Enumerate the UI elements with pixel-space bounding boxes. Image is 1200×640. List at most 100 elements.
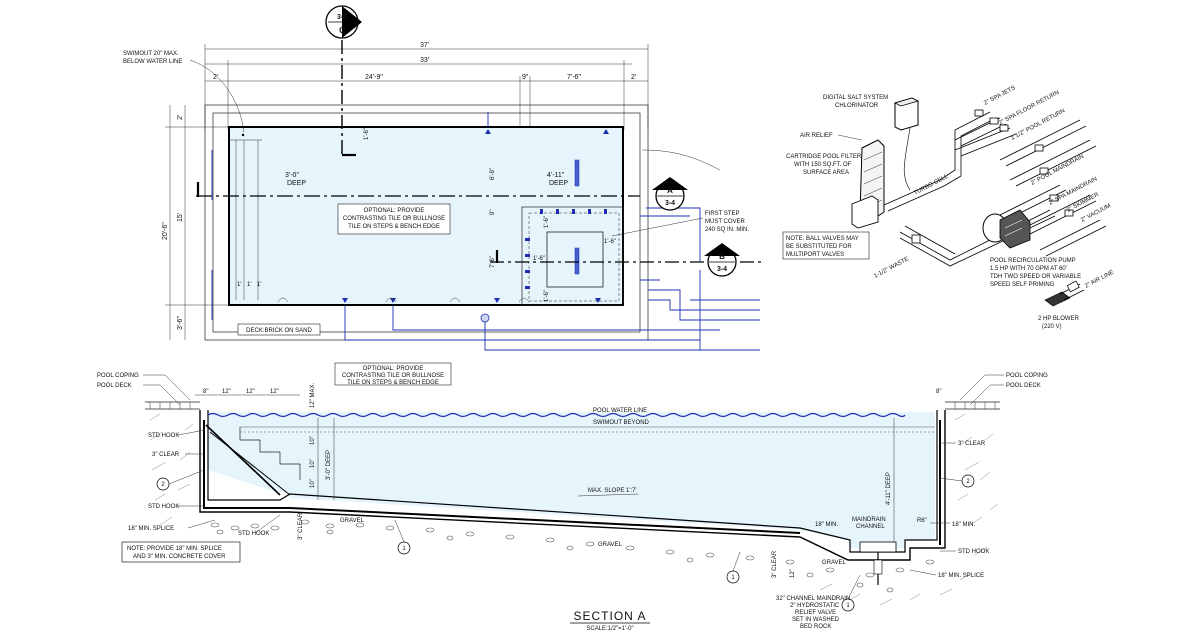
pump-4: SPEED SELF PRIMING (990, 282, 1055, 288)
drain-note-3: RELIEF VALVE (795, 610, 836, 616)
step-tile-marks (525, 209, 607, 289)
soil-hatch (149, 413, 999, 606)
inner-dim-4: 1'-6" (544, 216, 550, 228)
blower-1: 2 HP BLOWER (1038, 316, 1080, 322)
dim-20-6: 20'-6" (162, 222, 169, 240)
section-marker-c: 3-4 C (325, 5, 362, 39)
swimout-beyond: SWIMOUT BEYOND (593, 420, 650, 426)
deck-label: DECK:BRICK ON SAND (246, 328, 312, 334)
section-tile-note-3: TILE ON STEPS & BENCH EDGE (347, 380, 439, 386)
mid-label-6: 12" (790, 569, 796, 578)
filter-1: CARTRIDGE POOL FILTER (786, 154, 862, 160)
callout-2-left: 2 (156, 469, 205, 491)
swimout-note-1: SWIMOUT 20" MAX. (123, 51, 179, 57)
pipe-spa-jets: 2" SPA JETS (983, 85, 1016, 107)
bench-small-1: 1' (237, 282, 241, 288)
pump-2: 1.5 HP WITH 70 GPM AT 60' (990, 266, 1067, 272)
marker-c-sheet: 3-4 (337, 14, 347, 21)
overall-dim-33: 33' (420, 57, 429, 64)
marker-c-letter: C (339, 26, 345, 35)
inner-dim-2: 9" (490, 210, 496, 215)
svg-text:1: 1 (846, 603, 850, 609)
marker-a-letter: A (667, 186, 673, 195)
inner-dim-1: 6'-9" (490, 168, 496, 180)
chlorinator-2: CHLORINATOR (835, 103, 879, 109)
first-step-3: 240 SQ IN. MIN. (705, 227, 749, 233)
plan-tile-note-2: CONTRASTING TILE OR BULLNOSE (343, 216, 445, 222)
plan-tile-note-1: OPTIONAL: PROVIDE (364, 208, 425, 214)
dim-2-side: 2' (177, 115, 184, 120)
filter-3: SURFACE AREA (803, 170, 849, 176)
first-step-2: MUST COVER (705, 219, 746, 225)
left-label-3: STD HOOK (148, 504, 179, 510)
drain-note-5: BED ROCK (800, 624, 831, 630)
marker-b-sheet: 3-4 (717, 266, 727, 273)
step-dim-1: 10" (310, 436, 316, 445)
step-dim-3: 10" (310, 479, 316, 488)
splice-note-1: NOTE: PROVIDE 18" MIN. SPLICE (127, 546, 222, 552)
dim-24-9: 24'-9" (365, 74, 383, 81)
left-label-1: STD HOOK (148, 433, 179, 439)
left-label-2: 3" CLEAR (152, 452, 180, 458)
splice-note-2: AND 3" MIN. CONCRETE COVER (133, 554, 226, 560)
inner-dim-6: 1'-6" (544, 290, 550, 302)
drain-note-4: SET IN WASHED (792, 617, 840, 623)
swimout-note-2: BELOW WATER LINE (123, 59, 182, 65)
pump-3: TDH TWO SPEED OR VARIABLE (990, 274, 1081, 280)
r6-label: R6" (917, 518, 927, 524)
svg-text:1: 1 (402, 546, 406, 552)
mid-label-4: 18" MIN. (815, 522, 838, 528)
pipe-pool-maindrain: 2" POOL MAINDRAIN (1030, 154, 1085, 187)
section-marker-b: B 3-4 (704, 243, 740, 277)
dim-2-left: 2' (213, 74, 218, 81)
deep-depth-2: DEEP (549, 180, 568, 187)
dim-15: 15' (177, 213, 184, 222)
coping-right: POOL COPING (1006, 373, 1048, 379)
svg-text:1: 1 (731, 575, 735, 581)
inner-dim-7: 1'-6" (604, 239, 616, 245)
inner-dim-3: 7'-6" (490, 256, 496, 268)
mid-label-5: 3" CLEAR (772, 550, 778, 578)
air-relief: AIR RELIEF (800, 133, 833, 139)
ball-valve-2: BE SUBSTITUTED FOR (786, 244, 852, 250)
svg-text:2: 2 (966, 479, 970, 485)
pool-water-section (208, 412, 935, 548)
dim-7-6: 7'-6" (567, 74, 581, 81)
pool-plan-view: 37' 33' 2' 24'-9" 9" 7'-6" 2' 20'-6" 2' … (123, 40, 762, 351)
ball-valve-1: NOTE: BALL VALVES MAY (786, 236, 859, 242)
sec-dim-8: 8" (203, 389, 208, 395)
ball-valve-3: MULTIPORT VALVES (786, 252, 844, 258)
air-line: 2" AIR LINE (1084, 270, 1115, 290)
callout-1-b: 1 (726, 551, 741, 584)
mid-label-7: GRAVEL (822, 560, 847, 566)
pipe-spa-maindrain: 2" SPA MAINDRAIN (1048, 176, 1098, 207)
bench-small-3: 1' (257, 282, 261, 288)
inner-dim-5: 1'-6" (533, 256, 545, 262)
left-label-5: STD HOOK (238, 531, 269, 537)
sec-dim-12b: 12" (246, 389, 255, 395)
section-tile-note-1: OPTIONAL: PROVIDE (363, 366, 424, 372)
shallow-depth-2: DEEP (287, 180, 306, 187)
drain-note-1: 32" CHANNEL MAINDRAIN (776, 596, 850, 602)
first-step-1: FIRST STEP (705, 211, 740, 217)
plan-tile-note-3: TILE ON STEPS & BENCH EDGE (348, 224, 440, 230)
dim-3-6: 3'-6" (177, 316, 184, 330)
section-deep-depth: 4'-11" DEEP (886, 472, 892, 505)
sec-dim-12c: 12" (270, 389, 279, 395)
blower-2: (220 V) (1042, 324, 1062, 330)
plumbing-lines-plan (211, 112, 760, 351)
max-slope: MAX. SLOPE 1':7' (588, 488, 637, 494)
right-label-3: STD HOOK (958, 549, 989, 555)
section-scale: SCALE:1/2"=1'-0" (586, 626, 633, 632)
right-label-2: 18" MIN. (952, 522, 975, 528)
turbo-cell: TURBO CELL (913, 173, 950, 196)
left-label-4: 18" MIN. SPLICE (128, 526, 174, 532)
coping-left: POOL COPING (97, 373, 139, 379)
callout-1-c: 1 (841, 574, 861, 612)
deck-right: POOL DECK (1006, 383, 1041, 389)
gravel-bed (210, 519, 935, 593)
marker-a-sheet: 3-4 (665, 200, 675, 207)
equipment-diagram: DIGITAL SALT SYSTEM CHLORINATOR AIR RELI… (782, 85, 1115, 330)
bench-dim: 1'-6" (364, 128, 370, 140)
